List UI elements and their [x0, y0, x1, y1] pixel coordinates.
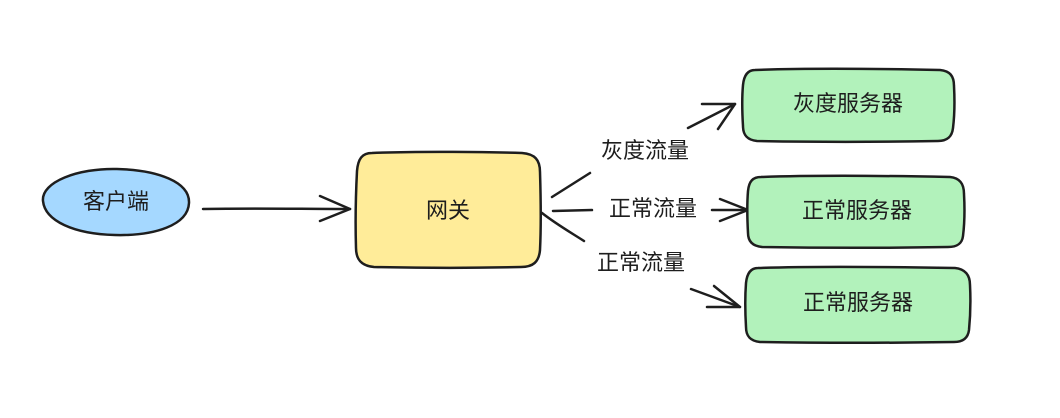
- client-shape: [41, 167, 191, 237]
- gateway-to-gray-server-arrow: [550, 102, 737, 199]
- gateway-label: 网关: [426, 199, 470, 224]
- normal-traffic-1-label: 正常流量: [609, 197, 697, 222]
- normal-traffic-2-label: 正常流量: [597, 251, 685, 276]
- normal-server-2-shape: [744, 265, 972, 344]
- normal-server-2-node: 正常服务器: [744, 265, 972, 344]
- client-node: 客户端: [41, 167, 191, 237]
- gray-server-label: 灰度服务器: [793, 92, 903, 117]
- gateway-shape: [354, 150, 542, 269]
- gateway-node: 网关: [354, 150, 542, 269]
- normal-server-1-node: 正常服务器: [746, 174, 966, 249]
- client-label: 客户端: [83, 190, 149, 215]
- gray-traffic-label: 灰度流量: [601, 139, 689, 164]
- gray-server-shape: [741, 67, 956, 143]
- normal-server-2-label: 正常服务器: [803, 291, 913, 316]
- gateway-to-normal-server-2-arrow: [540, 211, 742, 309]
- client-to-gateway-arrow: [201, 194, 352, 223]
- gray-server-node: 灰度服务器: [741, 67, 956, 143]
- normal-server-1-label: 正常服务器: [802, 199, 912, 224]
- normal-server-1-shape: [746, 174, 966, 249]
